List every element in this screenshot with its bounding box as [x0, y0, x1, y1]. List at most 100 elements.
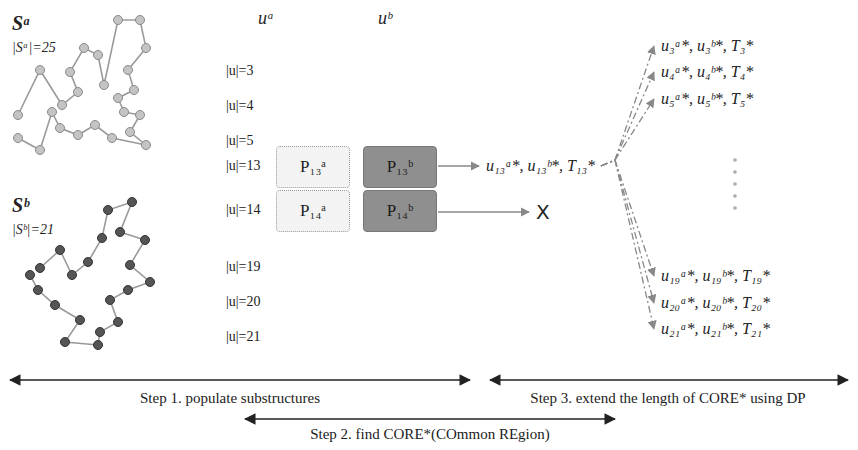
extended-result: u₂₁ᵃ*, u₂₁ᵇ*, T₂₁* — [657, 318, 774, 340]
residue-dot — [120, 108, 129, 117]
step-span-arrow — [490, 379, 848, 380]
row-label: |u|=14 — [226, 202, 261, 218]
residue-dot — [108, 134, 117, 143]
residue-dot — [94, 341, 103, 350]
residue-dot — [136, 111, 145, 120]
residue-dot — [114, 94, 123, 103]
residue-dot — [126, 261, 135, 270]
residue-dot — [146, 278, 155, 287]
residue-dot — [26, 271, 35, 280]
step-label: Step 3. extend the length of CORE* using… — [528, 390, 807, 407]
residue-dot — [74, 88, 83, 97]
residue-dot — [126, 128, 135, 137]
residue-dot — [80, 44, 89, 53]
step-span-arrow — [245, 418, 615, 419]
residue-dot — [61, 338, 70, 347]
residue-dot — [106, 296, 115, 305]
ellipsis-dot — [733, 206, 737, 210]
extended-result: u₁₉ᵃ*, u₁₉ᵇ*, T₁₉* — [657, 265, 774, 287]
node-text: u₁₉ᵃ*, u₁₉ᵇ*, T₁₉* — [661, 267, 770, 285]
residue-dot — [14, 134, 23, 143]
residue-dot — [98, 234, 107, 243]
residue-dot — [136, 16, 145, 25]
extension-arrow — [601, 99, 654, 166]
row-label: |u|=3 — [226, 63, 254, 79]
residue-dot — [56, 124, 65, 133]
structure-a — [14, 16, 151, 155]
result-arrow — [438, 165, 479, 166]
residue-dot — [66, 68, 75, 77]
substructure-box: P₁₃ᵇ — [363, 146, 437, 188]
residue-dot — [124, 286, 133, 295]
residue-dot — [116, 228, 125, 237]
residue-dot — [51, 301, 60, 310]
extension-arrow — [601, 72, 654, 166]
extension-arrow — [601, 160, 654, 303]
residue-dot — [34, 286, 43, 295]
extension-arrow — [601, 46, 654, 166]
residue-dot — [142, 44, 151, 53]
step-span-arrow — [10, 379, 470, 380]
residue-dot — [100, 81, 109, 90]
residue-dot — [58, 101, 67, 110]
residue-dot — [91, 121, 100, 130]
substructure-box: P₁₄ᵇ — [363, 190, 437, 232]
ellipsis-dot — [733, 182, 737, 186]
residue-dot — [48, 108, 57, 117]
residue-dot — [141, 236, 150, 245]
column-header: uᵇ — [378, 8, 392, 29]
extended-result: u₃ᵃ*, u₃ᵇ*, T₃* — [657, 35, 757, 57]
row-label: |u|=4 — [226, 98, 254, 114]
ellipsis-dots — [733, 158, 737, 210]
residue-dot — [74, 131, 83, 140]
row-label: |u|=20 — [226, 294, 261, 310]
node-text: P₁₃ᵇ — [387, 157, 414, 177]
extended-result: u₄ᵃ*, u₄ᵇ*, T₄* — [657, 61, 757, 83]
residue-dot — [114, 16, 123, 25]
row-label: |u|=19 — [226, 259, 261, 275]
ellipsis-dot — [733, 194, 737, 198]
extension-arrow — [601, 160, 654, 329]
step-label: Step 2. find CORE*(COmmon REgion) — [308, 426, 552, 443]
node-text: u₃ᵃ*, u₃ᵇ*, T₃* — [661, 37, 753, 55]
no-match-mark: X — [532, 198, 554, 226]
node-text: u₅ᵃ*, u₅ᵇ*, T₅* — [661, 90, 753, 108]
row-label: |u|=5 — [226, 133, 254, 149]
residue-dot — [142, 141, 151, 150]
residue-dot — [128, 198, 137, 207]
residue-dot — [36, 66, 45, 75]
residue-dot — [130, 86, 139, 95]
node-text: u₁₃ᵃ*, u₁₃ᵇ*, T₁₃* — [486, 157, 595, 175]
result-arrow — [438, 211, 529, 212]
residue-dot — [104, 206, 113, 215]
node-text: X — [536, 200, 550, 224]
residue-dot — [124, 66, 133, 75]
residue-dot — [94, 51, 103, 60]
residue-dot — [14, 111, 23, 120]
ellipsis-dot — [733, 158, 737, 162]
residue-dot — [84, 258, 93, 267]
residue-dot — [36, 146, 45, 155]
structure-name: Sᵇ — [12, 194, 29, 217]
extended-result: u₂₀ᵃ*, u₂₀ᵇ*, T₂₀* — [657, 292, 774, 314]
extended-result: u₅ᵃ*, u₅ᵇ*, T₅* — [657, 88, 757, 110]
structure-name: Sᵃ — [12, 12, 29, 35]
substructure-box: P₁₄ᵃ — [276, 190, 350, 232]
ellipsis-dot — [733, 170, 737, 174]
structure-size: |Sᵇ|=21 — [12, 222, 54, 238]
core-result: u₁₃ᵃ*, u₁₃ᵇ*, T₁₃* — [482, 155, 599, 177]
step-label: Step 1. populate substructures — [138, 390, 322, 407]
structure-size: |Sᵃ|=25 — [12, 40, 56, 56]
column-header: uᵃ — [258, 8, 274, 29]
node-text: u₂₁ᵃ*, u₂₁ᵇ*, T₂₁* — [661, 320, 770, 338]
substructure-box: P₁₃ᵃ — [276, 146, 350, 188]
row-label: |u|=21 — [226, 329, 261, 345]
extension-arrow — [601, 160, 654, 276]
residue-dot — [36, 264, 45, 273]
residue-dot — [96, 328, 105, 337]
residue-dot — [76, 316, 85, 325]
residue-dot — [68, 271, 77, 280]
structure-b — [26, 198, 155, 350]
node-text: P₁₄ᵇ — [387, 201, 414, 221]
